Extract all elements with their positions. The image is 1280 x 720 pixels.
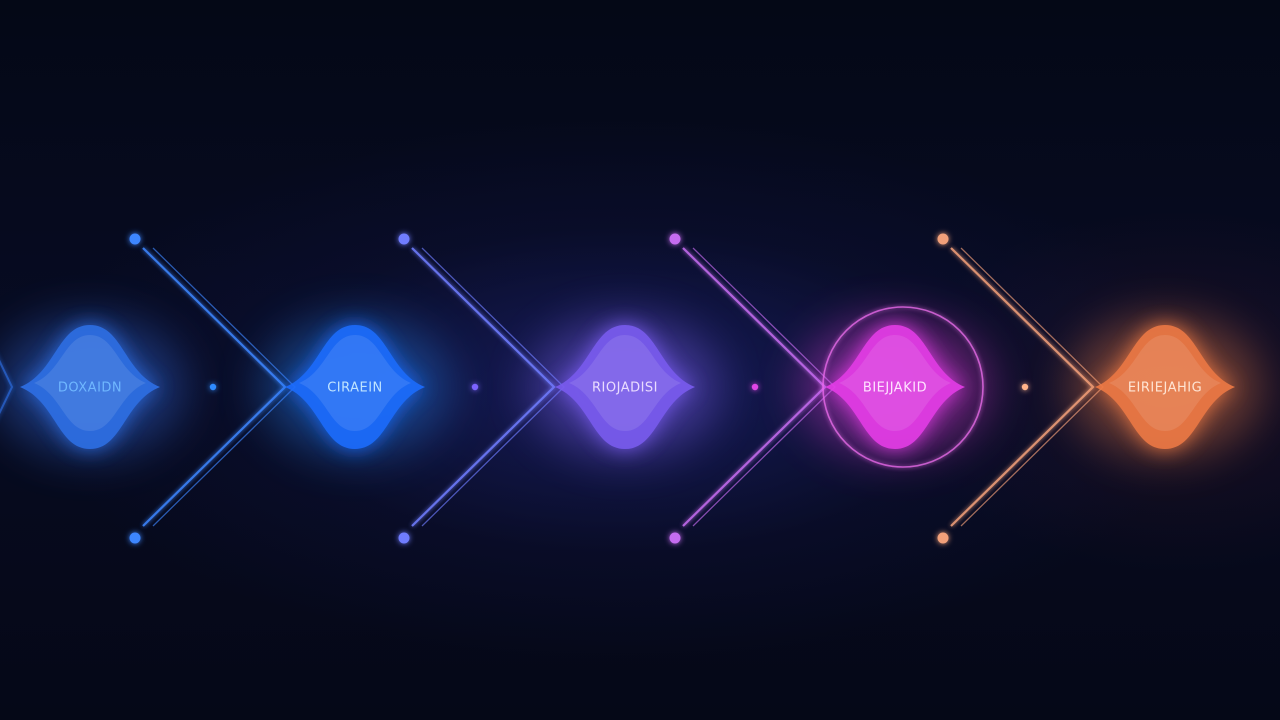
node-highlight	[1109, 335, 1221, 431]
stage-node-2: CIRAEIN	[285, 325, 425, 449]
chevron-dot-bottom	[937, 532, 949, 544]
node-diamond	[20, 325, 160, 449]
chevron-dot-top	[129, 233, 141, 245]
midpoint-dot	[1021, 383, 1029, 391]
node-diamond	[555, 325, 695, 449]
stage-node-3: RIOJADISI	[555, 325, 695, 449]
focus-ring	[822, 306, 984, 468]
midpoint-dot	[471, 383, 479, 391]
midpoint-dot	[751, 383, 759, 391]
node-diamond	[825, 325, 965, 449]
chevron-dot-top	[669, 233, 681, 245]
chevron-dot-bottom	[129, 532, 141, 544]
midpoint-dot	[209, 383, 217, 391]
node-highlight	[569, 335, 681, 431]
chevron-lead	[0, 359, 14, 415]
node-highlight	[839, 335, 951, 431]
node-label: BIEJJAKID	[863, 381, 927, 396]
node-diamond	[1095, 325, 1235, 449]
chevron-dot-top	[937, 233, 949, 245]
node-diamond	[285, 325, 425, 449]
node-label: EIRIEJAHIG	[1128, 381, 1202, 396]
chevron-dot-top	[398, 233, 410, 245]
chevron-dot-bottom	[669, 532, 681, 544]
stage-node-5: EIRIEJAHIG	[1095, 325, 1235, 449]
node-label: RIOJADISI	[592, 381, 658, 396]
node-label: CIRAEIN	[327, 381, 383, 396]
chevron-dot-bottom	[398, 532, 410, 544]
stage-node-1: DOXAIDN	[20, 325, 160, 449]
node-highlight	[299, 335, 411, 431]
stage-node-4: BIEJJAKID	[822, 306, 984, 468]
node-label: DOXAIDN	[58, 381, 122, 396]
node-highlight	[34, 335, 146, 431]
